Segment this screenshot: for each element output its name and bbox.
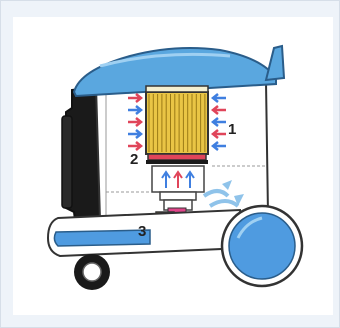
- rear-wheel: [222, 206, 302, 286]
- front-caster-wheel: [74, 254, 110, 290]
- filter-cartridge: [146, 86, 208, 164]
- callout-2-label: 2: [130, 151, 138, 168]
- callout-3-label: 3: [138, 223, 146, 240]
- callout-1-label: 1: [228, 121, 236, 138]
- motor-updraft-arrows: [162, 172, 194, 188]
